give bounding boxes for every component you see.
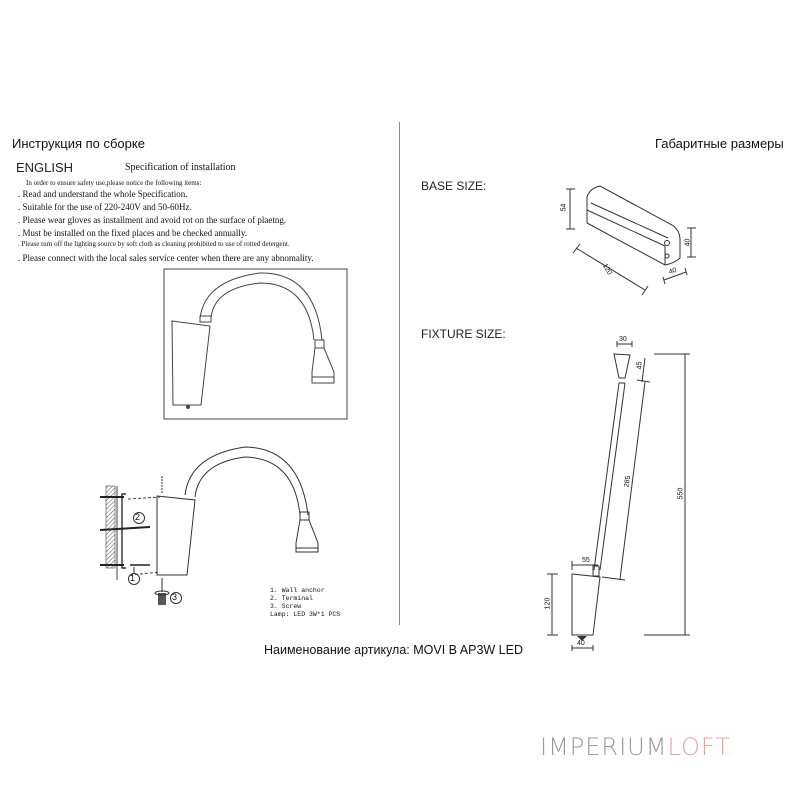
callout-1: 1: [130, 573, 136, 583]
list-item: . Please turn off the lighting source by…: [18, 240, 290, 248]
instruction-list: . Read and understand the whole Specific…: [18, 189, 314, 266]
list-item: . Must be installed on the fixed places …: [18, 228, 248, 238]
parts-legend: 1. Wall anchor 2. Terminal 3. Screw Lamp…: [270, 587, 340, 619]
brand-logo: IMPERIUMLOFT: [540, 733, 731, 761]
fixture-dim-base-height: 120: [544, 597, 552, 610]
column-divider: [399, 122, 400, 625]
assembly-instructions-heading: Инструкция по сборке: [12, 136, 145, 151]
list-item: . Please connect with the local sales se…: [18, 253, 314, 263]
logo-part-loft: LOFT: [667, 733, 731, 761]
list-item: . Please wear gloves as installment and …: [18, 215, 287, 225]
legend-item: 1. Wall anchor: [270, 587, 325, 594]
legend-item: Lamp: LED 3W*1 PCS: [270, 611, 341, 618]
list-item: . Suitable for the use of 220-240V and 5…: [18, 202, 192, 212]
dimensions-heading: Габаритные размеры: [655, 136, 784, 151]
logo-part-imperium: IMPERIUM: [540, 733, 668, 761]
callout-2: 2: [135, 512, 141, 522]
fixture-dim-head-length: 45: [636, 361, 644, 370]
spec-title: Specification of installation: [125, 162, 236, 173]
fixture-dim-head-width: 30: [619, 336, 627, 343]
callout-3: 3: [172, 592, 178, 602]
base-size-label: BASE SIZE:: [421, 179, 487, 193]
fixture-dim-base-offset: 55: [582, 557, 590, 564]
language-label: ENGLISH: [16, 160, 74, 175]
fixture-dim-total-height: 550: [677, 487, 685, 500]
legend-item: 2. Terminal: [270, 595, 313, 602]
legend-item: 3. Screw: [270, 603, 302, 610]
article-name: Наименование артикула: MOVI B AP3W LED: [264, 643, 523, 657]
intro-text: In order to ensure safety use,please not…: [26, 179, 202, 187]
list-item: . Read and understand the whole Specific…: [18, 189, 188, 199]
fixture-size-label: FIXTURE SIZE:: [421, 327, 506, 341]
fixture-dim-base-width: 40: [577, 640, 585, 647]
